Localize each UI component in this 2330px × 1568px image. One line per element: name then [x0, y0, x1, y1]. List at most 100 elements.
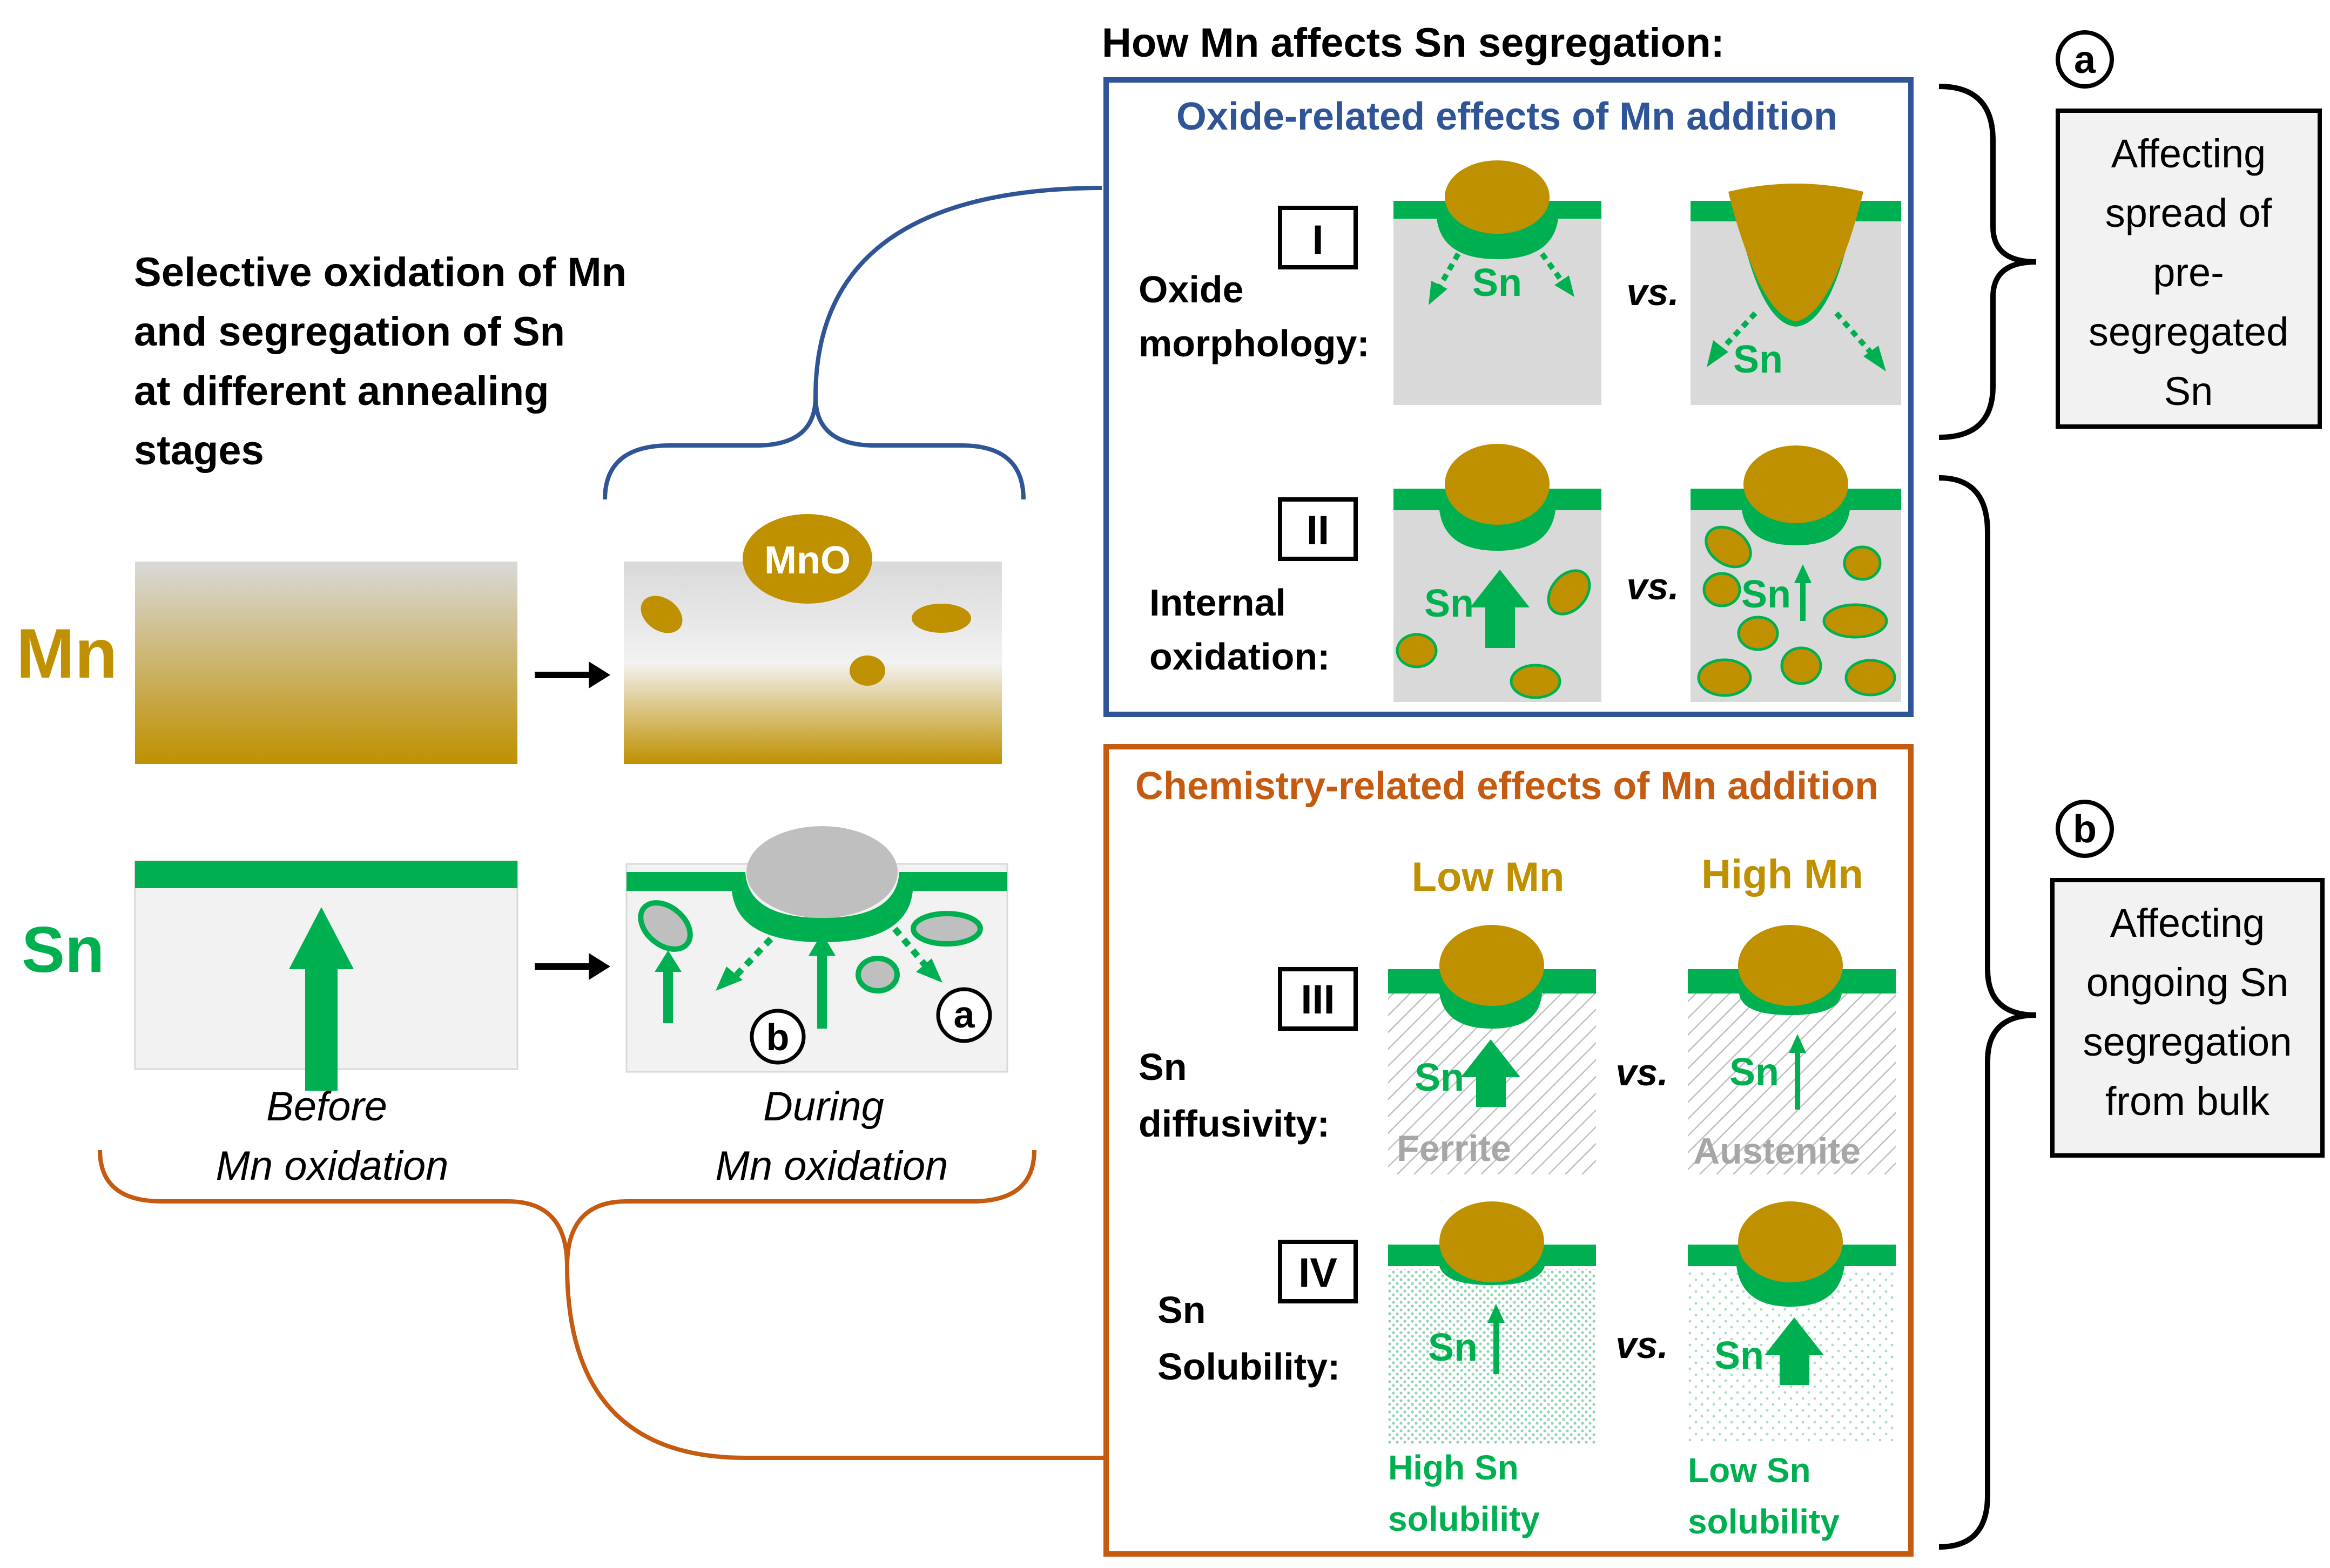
caption-during: Mn oxidation [716, 1143, 948, 1189]
row-label: diffusivity: [1139, 1103, 1330, 1145]
sn-surface-layer [135, 861, 517, 888]
row-label: Oxide [1139, 268, 1244, 310]
segregation-arrows [655, 916, 942, 1029]
solubility-caption: High Sn [1388, 1448, 1519, 1487]
internal-oxide [850, 655, 885, 686]
numeral: III [1301, 977, 1335, 1023]
oxide-particle [1439, 1201, 1544, 1282]
panel-austenite [1688, 993, 1896, 1174]
sn-label: Sn [1424, 582, 1474, 625]
brace-b [1938, 475, 2037, 1550]
brace-a [1938, 84, 2037, 440]
marker-side-b: b [2056, 800, 2114, 858]
numeral-box [1278, 1240, 1358, 1303]
row-i: I Oxide morphology: Sn vs. Sn [1139, 160, 1901, 405]
sn-label: Sn [1472, 261, 1522, 305]
side-box-a [2056, 109, 2322, 429]
left-title-line: stages [134, 428, 264, 474]
numeral: II [1307, 508, 1329, 553]
row-ii: II Internal oxidation: Sn vs. Sn [1149, 444, 1901, 702]
svg-text:from bulk: from bulk [2105, 1079, 2270, 1124]
vs-label: vs. [1615, 1051, 1668, 1093]
svg-text:spread of: spread of [2105, 191, 2272, 235]
left-title-line: at different annealing [134, 368, 549, 414]
row-label: Sn [1139, 1046, 1187, 1088]
row-label-sn: Sn [22, 914, 104, 986]
oxide-particle [746, 826, 898, 918]
solubility-caption: Low Sn [1688, 1451, 1811, 1490]
vs-label: vs. [1626, 565, 1679, 607]
mno-label: MnO [764, 539, 851, 582]
numeral-box [1278, 206, 1358, 269]
row-label: oxidation: [1149, 636, 1330, 678]
right-panel: How Mn affects Sn segregation: Oxide-rel… [1102, 20, 2325, 1557]
side-box-b-text: Affecting ongoing Sn segregation from bu… [2083, 901, 2292, 1124]
svg-text:a: a [954, 993, 975, 1036]
oxide-particle [1445, 444, 1550, 525]
solubility-caption: solubility [1688, 1502, 1840, 1541]
internal-oxide [641, 596, 683, 633]
panel-high-solubility [1388, 1269, 1596, 1444]
caption-before: Mn oxidation [216, 1143, 449, 1189]
numeral-box [1278, 967, 1358, 1031]
mn-before-block [135, 562, 517, 764]
sn-label: Sn [1714, 1334, 1764, 1377]
sn-arrow [535, 953, 610, 980]
captions: Before Mn oxidation During Mn oxidation [216, 1084, 948, 1189]
svg-text:segregation: segregation [2083, 1019, 2292, 1064]
internal-oxide [912, 604, 971, 633]
mn-arrow [535, 661, 610, 688]
vs-label: vs. [1626, 271, 1679, 313]
svg-text:b: b [2073, 808, 2097, 851]
phase-label-austenite: Austenite [1693, 1131, 1861, 1172]
vs-label: vs. [1615, 1324, 1668, 1366]
left-panel: Selective oxidation of Mn and segregatio… [16, 186, 1105, 1460]
internal-oxide [638, 900, 693, 952]
numeral: IV [1298, 1250, 1337, 1296]
internal-oxide [856, 956, 900, 993]
oxide-particle [1728, 184, 1863, 321]
blue-bracket [603, 396, 1026, 500]
sn-label: Sn [1415, 1056, 1464, 1099]
svg-text:Affecting: Affecting [2111, 131, 2266, 176]
marker-a: a [936, 987, 992, 1043]
side-box-a-text: Affecting spread of pre- segregated Sn [2089, 131, 2288, 414]
svg-text:Affecting: Affecting [2110, 901, 2265, 945]
row-iii: III Sn diffusivity: Sn Ferrite vs. Sn Au… [1139, 925, 1896, 1174]
sn-label: Sn [1733, 338, 1783, 381]
left-title-line: and segregation of Sn [134, 309, 565, 355]
side-box-b [2050, 878, 2325, 1158]
svg-text:a: a [2074, 38, 2096, 82]
mno-oxide [743, 514, 872, 604]
left-title: Selective oxidation of Mn and segregatio… [134, 249, 627, 474]
solubility-caption: solubility [1388, 1499, 1540, 1538]
svg-text:pre-: pre- [2153, 250, 2224, 295]
row-label: Internal [1149, 582, 1286, 624]
chemistry-box-title: Chemistry-related effects of Mn addition [1135, 765, 1878, 808]
internal-oxide [911, 911, 983, 947]
row-label: Sn [1157, 1289, 1206, 1331]
sn-label: Sn [1741, 573, 1791, 616]
numeral-box [1278, 497, 1358, 561]
svg-text:b: b [766, 1016, 790, 1058]
col-high-mn: High Mn [1701, 851, 1863, 897]
right-heading: How Mn affects Sn segregation: [1102, 20, 1725, 66]
row-label-mn: Mn [16, 614, 118, 693]
oxide-box-title: Oxide-related effects of Mn addition [1176, 95, 1837, 138]
left-title-line: Selective oxidation of Mn [134, 249, 627, 295]
svg-text:segregated: segregated [2089, 309, 2288, 354]
col-low-mn: Low Mn [1412, 854, 1565, 900]
marker-side-a: a [2056, 30, 2114, 89]
sn-up-arrow [289, 907, 354, 1091]
svg-text:ongoing Sn: ongoing Sn [2086, 960, 2288, 1005]
caption-during: During [763, 1084, 884, 1130]
caption-before: Before [266, 1084, 387, 1130]
oxide-particle [1738, 1201, 1843, 1282]
sn-label: Sn [1428, 1326, 1478, 1369]
sn-segregation-layer [627, 872, 1007, 942]
numeral: I [1312, 217, 1323, 263]
oxide-particle [1445, 160, 1550, 234]
row-iv: IV Sn Solubility: Sn High Sn solubility … [1157, 1201, 1896, 1541]
oxide-particle [1439, 925, 1544, 1006]
